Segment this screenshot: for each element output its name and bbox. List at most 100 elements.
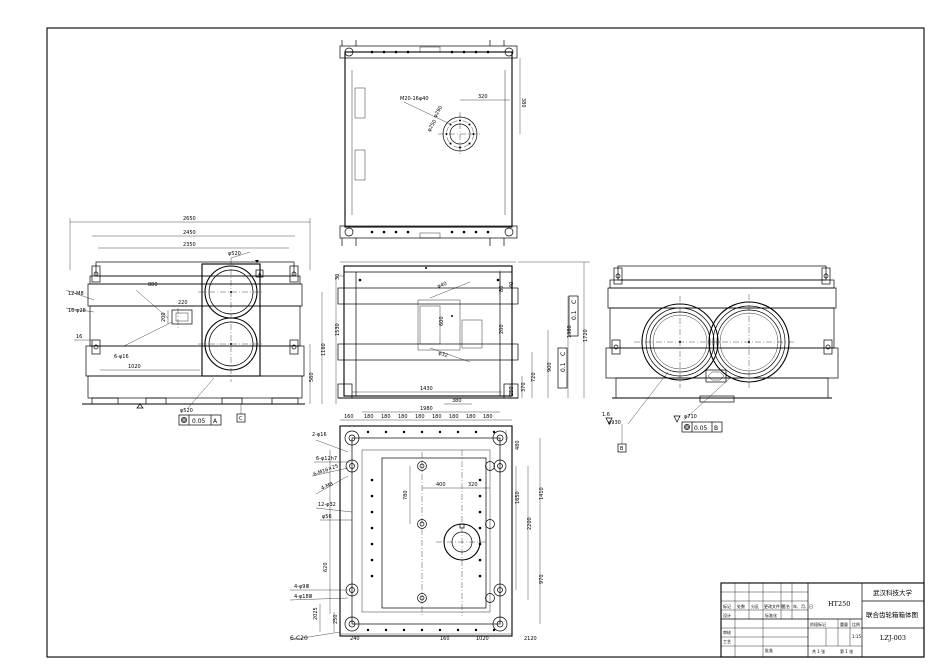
plan-dim-top-6: 180: [466, 414, 476, 420]
front-dim-2450: 2450: [183, 230, 196, 236]
side-datum-b: B: [620, 446, 624, 452]
plan-dim-top-1: 180: [381, 414, 391, 420]
front-tol-datum: A: [213, 418, 218, 425]
tb-row4-0: 工艺: [723, 639, 731, 644]
tb-row1-5: 年、月、日: [793, 603, 813, 609]
plan-dim-970: 970: [539, 574, 545, 584]
tb-row1-2: 分区: [751, 603, 759, 609]
plan-dim-top-0: 180: [364, 414, 374, 420]
mid-tol-frame-1: [568, 295, 579, 337]
title-block: HT250 武汉科技大学 联合齿轮箱箱体图 LZJ-003 阶段标记 重量 比例…: [720, 582, 925, 658]
mid-tol-frame-2: [557, 347, 568, 389]
mid-dim-1720: 1720: [583, 329, 589, 342]
tb-col-weight: 重量: [840, 621, 848, 627]
mid-dim-1430: 1430: [420, 386, 433, 392]
top-view: 320 380 M20-16φ40 φ290 φ250: [339, 40, 526, 246]
mid-dim-200: 200: [499, 324, 505, 334]
tb-row1-1: 处数: [737, 603, 745, 609]
front-view: 2650 2450 2350: [65, 216, 344, 426]
tb-university: 武汉科技大学: [873, 588, 913, 597]
top-bolt-label: M20-16φ40: [400, 96, 429, 102]
top-dim-phi2: φ250: [427, 119, 439, 133]
front-dim-200: 200: [161, 312, 167, 322]
front-dim-1530: 1530: [335, 323, 341, 336]
front-left-note-2: 16-φ28: [68, 308, 86, 314]
plan-callout-1: 2-φ16: [312, 432, 327, 438]
drawing-border: [46, 27, 925, 658]
plan-dim-480: 480: [515, 440, 521, 450]
mid-tol-par-2: 0.1: [560, 362, 567, 372]
tb-col-scale: 比例: [852, 621, 860, 627]
front-holes-6: 6-φ16: [114, 354, 129, 360]
front-dim-2350: 2350: [183, 242, 196, 248]
tb-row2-0: 设计: [723, 612, 731, 618]
plan-dim-160b: 160: [440, 636, 450, 642]
mid-dim-380: 380: [452, 398, 462, 404]
plan-dim-top-3: 180: [415, 414, 425, 420]
tb-sheet-no: 第 1 张: [840, 648, 853, 654]
tb-row2-1: 标准化: [765, 612, 777, 618]
plan-dim-1020: 1020: [476, 636, 489, 642]
front-datum-c: C: [239, 416, 243, 422]
mid-dim-370: 370: [521, 382, 527, 392]
front-dim-560: 560: [309, 372, 315, 382]
plan-dim-2025: 2025: [313, 607, 319, 620]
side-bore-label: φ930: [608, 420, 621, 426]
plan-dim-320: 320: [468, 482, 478, 488]
front-datum-a: A: [258, 272, 262, 278]
tb-row1-0: 标记: [723, 603, 731, 609]
side-tol-value: 0.05: [694, 425, 708, 432]
tb-drawing-name: 联合齿轮箱箱体图: [866, 610, 918, 619]
side-view: φ930 B 1.6 φ710 0.05 B: [602, 265, 839, 453]
mid-dim-1980: 1980: [420, 406, 433, 412]
front-dim-220: 220: [178, 300, 188, 306]
plan-callout-6: φ56: [322, 514, 332, 520]
side-tol-frame: [681, 421, 723, 433]
plan-callout-8: 4-φ18Ⅲ: [294, 594, 312, 600]
front-tol-frame: [178, 414, 222, 426]
plan-dim-250: 250: [333, 614, 339, 624]
plan-callout-4: 4-M8: [320, 481, 334, 492]
plan-callout-3: 6-M16×25: [313, 463, 340, 478]
top-dim-380: 380: [520, 98, 526, 108]
front-dim-1160: 1160: [321, 343, 327, 356]
plan-dim-1410: 1410: [539, 487, 545, 500]
plan-dim-top-4: 180: [432, 414, 442, 420]
front-dim-30: 30: [335, 274, 341, 280]
mid-dim-80: 80: [499, 286, 505, 292]
tb-row1-4: 签名: [782, 603, 790, 609]
mid-dim-900: 900: [547, 362, 553, 372]
top-dim-320: 320: [478, 94, 488, 100]
tb-material: HT250: [828, 600, 850, 608]
plan-dim-780: 780: [403, 490, 409, 500]
plan-callout-9: 6-C20: [290, 635, 308, 642]
mid-tol-par-1: 0.1: [571, 310, 578, 320]
front-bore-label: φ520: [228, 251, 241, 257]
plan-dim-620: 620: [323, 562, 329, 572]
tb-row3-0: 审核: [723, 629, 731, 635]
plan-callout-5: 12-φ32: [318, 502, 336, 508]
tb-drawing-no: LZJ-003: [880, 634, 906, 642]
top-dim-phi1: φ290: [433, 105, 445, 119]
plan-callout-2: 6-φ12h7: [316, 456, 337, 462]
side-bore-label-2: φ710: [684, 414, 697, 420]
front-left-note-1: 12-M8: [68, 291, 84, 297]
tb-row4-1: 批准: [765, 647, 773, 653]
plan-dim-2200: 2200: [527, 517, 533, 530]
plan-dim-2120: 2120: [524, 636, 537, 642]
plan-dim-400: 400: [436, 482, 446, 488]
plan-dim-1650: 1650: [515, 491, 521, 504]
middle-view: φ40 φ32 1720 1380 900 720 370 250 80 40 …: [337, 261, 590, 413]
mid-dim-1380: 1380: [567, 325, 573, 338]
plan-callout-7: 4-φ9Ⅲ: [294, 584, 309, 590]
mid-tol-datum-c: C: [571, 300, 578, 304]
tb-scale: 1:15: [852, 634, 861, 639]
front-left-note-3: 16: [76, 334, 82, 340]
mid-tol-datum-c2: C: [560, 352, 567, 356]
front-dim-total: 2650: [183, 216, 196, 222]
mid-dim-40: 40: [509, 282, 515, 288]
plan-dim-top-7: 180: [483, 414, 493, 420]
plan-view: 180 180 180 180 180 180 180 180 160 400 …: [289, 414, 545, 642]
mid-dim-720: 720: [531, 372, 537, 382]
